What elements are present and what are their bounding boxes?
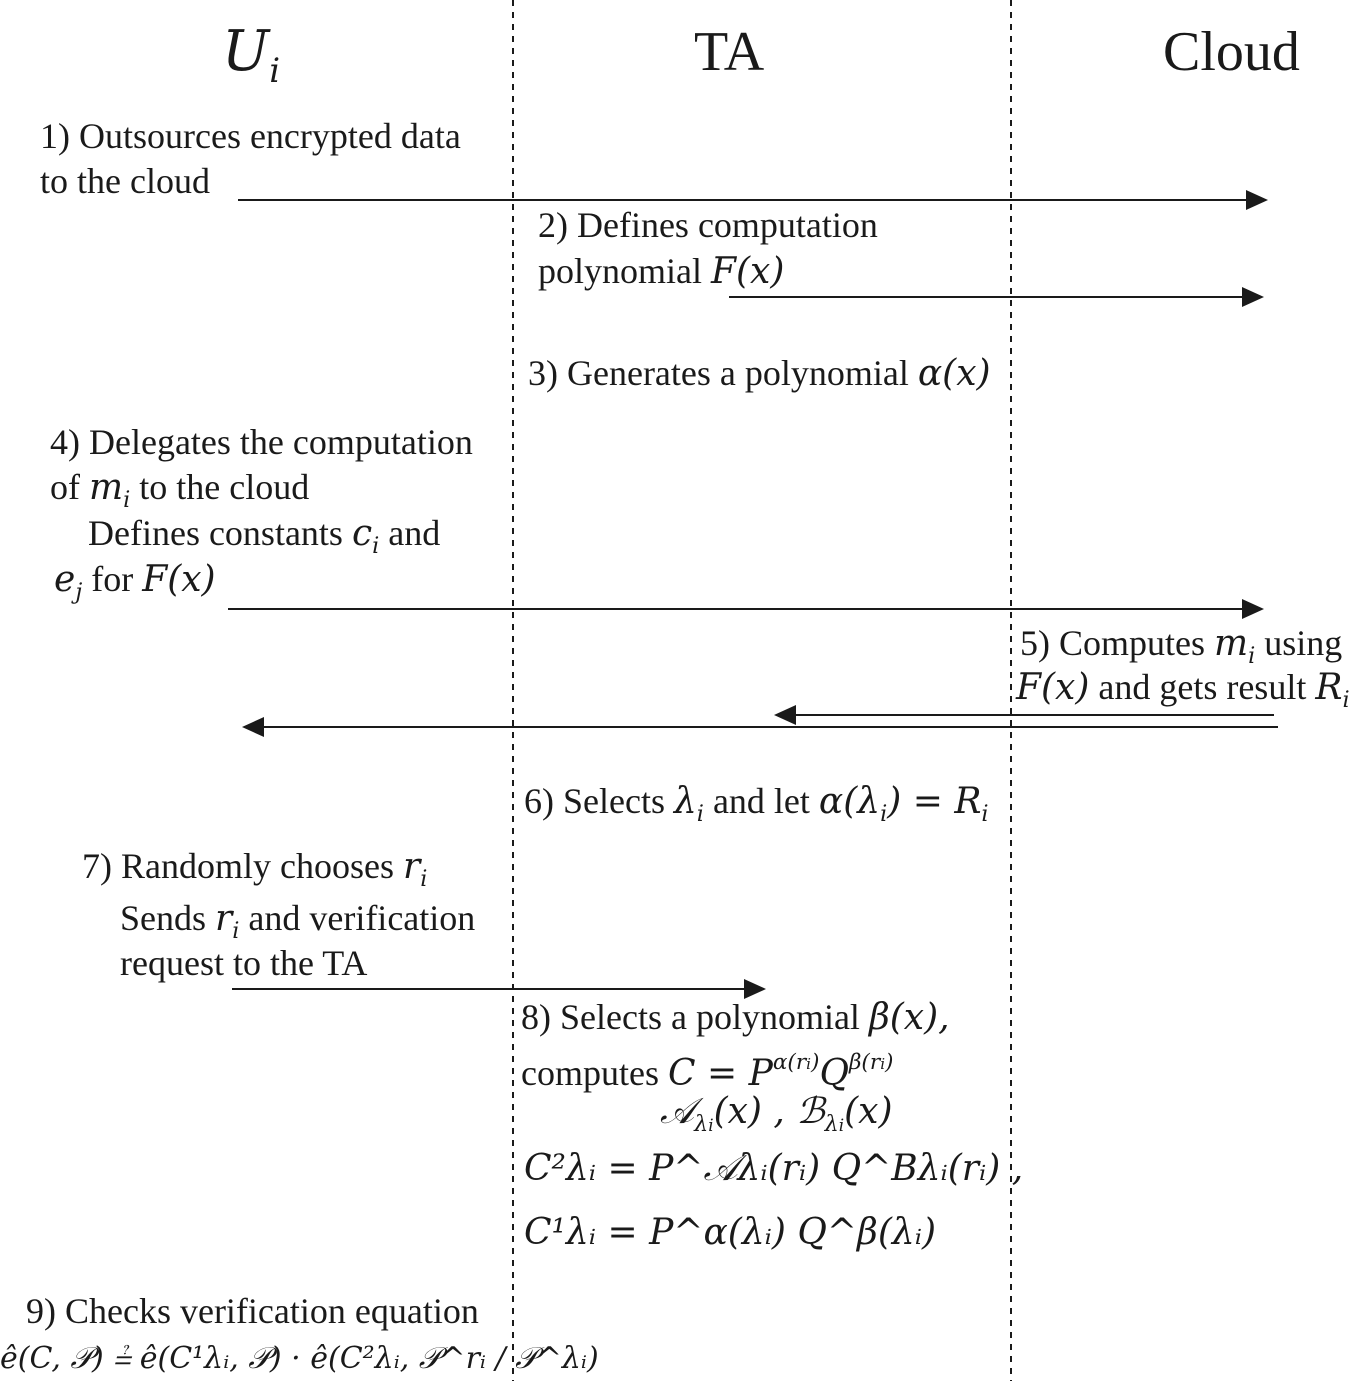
step-2-line-1: 2) Defines computation	[538, 205, 878, 245]
step-9-line-2: ê(C, 𝒫) ≟ ê(C¹λᵢ, 𝒫) · ê(C²λᵢ, 𝒫^rᵢ / 𝒫^…	[0, 1341, 599, 1376]
arrow-7-user-to-ta	[232, 979, 766, 999]
step-7-line-2: Sends ri and verification	[120, 898, 476, 944]
arrow-1-user-to-cloud	[238, 190, 1268, 210]
step-7-line-3: request to the TA	[120, 943, 368, 983]
lane-header-user: Ui	[222, 19, 281, 91]
step-4-line-1: 4) Delegates the computation	[50, 422, 473, 462]
lane-header-cloud: Cloud	[1163, 21, 1300, 83]
step-1-line-1: 1) Outsources encrypted data	[40, 116, 461, 156]
step-8-line-1: 8) Selects a polynomial β(x),	[521, 997, 950, 1038]
step-5-line-1: 5) Computes mi using	[1020, 623, 1343, 669]
arrow-5-cloud-to-user	[242, 717, 1278, 737]
step-6-label: 6) Selects λi and let α(λi) = Ri	[524, 781, 989, 827]
step-8-line-5: C¹λᵢ = P^α(λᵢ) Q^β(λᵢ)	[524, 1212, 937, 1253]
step-4-line-3: Defines constants ci and	[88, 513, 441, 559]
step-9-line-1: 9) Checks verification equation	[26, 1291, 479, 1331]
arrow-4-user-to-cloud	[228, 599, 1264, 619]
step-4-line-2: of mi to the cloud	[50, 467, 310, 513]
step-2-line-2: polynomial F(x)	[538, 251, 785, 292]
arrow-2-ta-to-cloud	[729, 287, 1264, 307]
step-8-line-4: C²λᵢ = P^𝒜λᵢ(rᵢ) Q^Bλᵢ(rᵢ) ,	[524, 1148, 1024, 1189]
step-4-line-4: ej for F(x)	[54, 559, 216, 605]
step-8-line-3: 𝒜λi(x) , ℬλi(x)	[660, 1091, 893, 1137]
step-3-label: 3) Generates a polynomial α(x)	[528, 353, 991, 394]
arrow-5-cloud-to-ta	[774, 705, 1274, 725]
step-1-line-2: to the cloud	[40, 161, 210, 201]
step-8-line-2: computes C = Pα(ri)Qβ(ri)	[521, 1050, 894, 1095]
lane-header-ta: TA	[694, 21, 765, 83]
step-7-line-1: 7) Randomly chooses ri	[82, 846, 428, 892]
step-5-line-2: F(x) and gets result Ri	[1016, 667, 1350, 713]
